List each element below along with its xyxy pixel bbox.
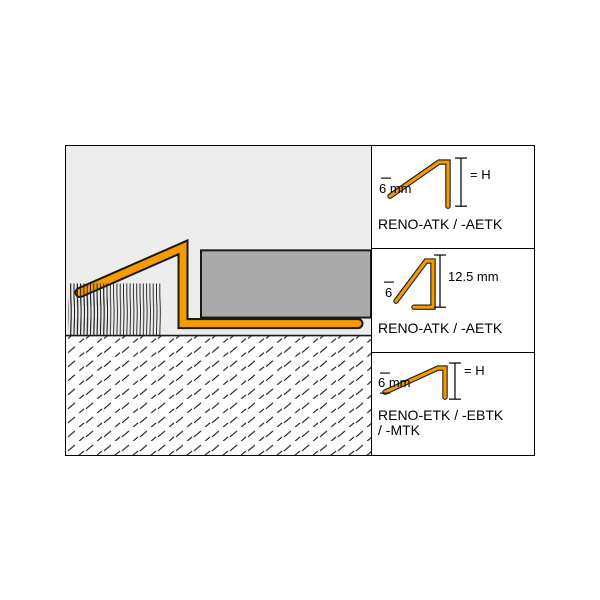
panel-reno-etk-ebtk-mtk: 6 mm = H RENO-ETK / -EBTK / -MTK [372,351,534,455]
mini-profile [388,160,450,208]
substrate-hatch [66,335,371,455]
mini-profile [383,366,447,399]
dimension-label-left: 6 mm [378,374,411,390]
mini-profile-outline [393,258,436,311]
dimension-label-right: 12.5 mm [448,269,499,285]
profile-caption: RENO-ATK / -AETK [378,216,503,232]
profile-sketch-reno-etk [380,362,461,400]
dimension-label-left: 6 [385,285,393,301]
dimension-label-right: = H [470,167,491,182]
tile [200,249,371,319]
transition-profile [76,241,362,328]
profile-caption-line1: RENO-ETK / -EBTK [378,406,504,423]
dimension-label-right: = H [464,362,485,378]
profile-caption: RENO-ATK / -AETK [378,320,503,337]
cross-section-drawing [66,146,371,455]
profile-caption: RENO-ETK / -EBTK / -MTK [378,406,504,438]
panel-reno-atk-aetk-125: 6 12.5 mm RENO-ATK / -AETK [372,248,534,351]
carpet-pile-overlay [68,283,108,336]
mini-profile [394,259,435,310]
profile-sketch-reno-atk-125 [384,254,446,311]
profile-sketch-reno-atk-h [381,157,467,209]
dimension-label-left: 6 mm [379,181,412,196]
installation-cross-section [66,146,371,455]
panel-reno-atk-aetk-h: 6 mm = H RENO-ATK / -AETK [372,146,534,248]
profile-caption-line2: / -MTK [378,421,420,438]
profile-variant-panels: 6 mm = H RENO-ATK / -AETK 6 12.5 mm RENO… [371,146,534,455]
diagram-frame: 6 mm = H RENO-ATK / -AETK 6 12.5 mm RENO… [65,145,535,456]
